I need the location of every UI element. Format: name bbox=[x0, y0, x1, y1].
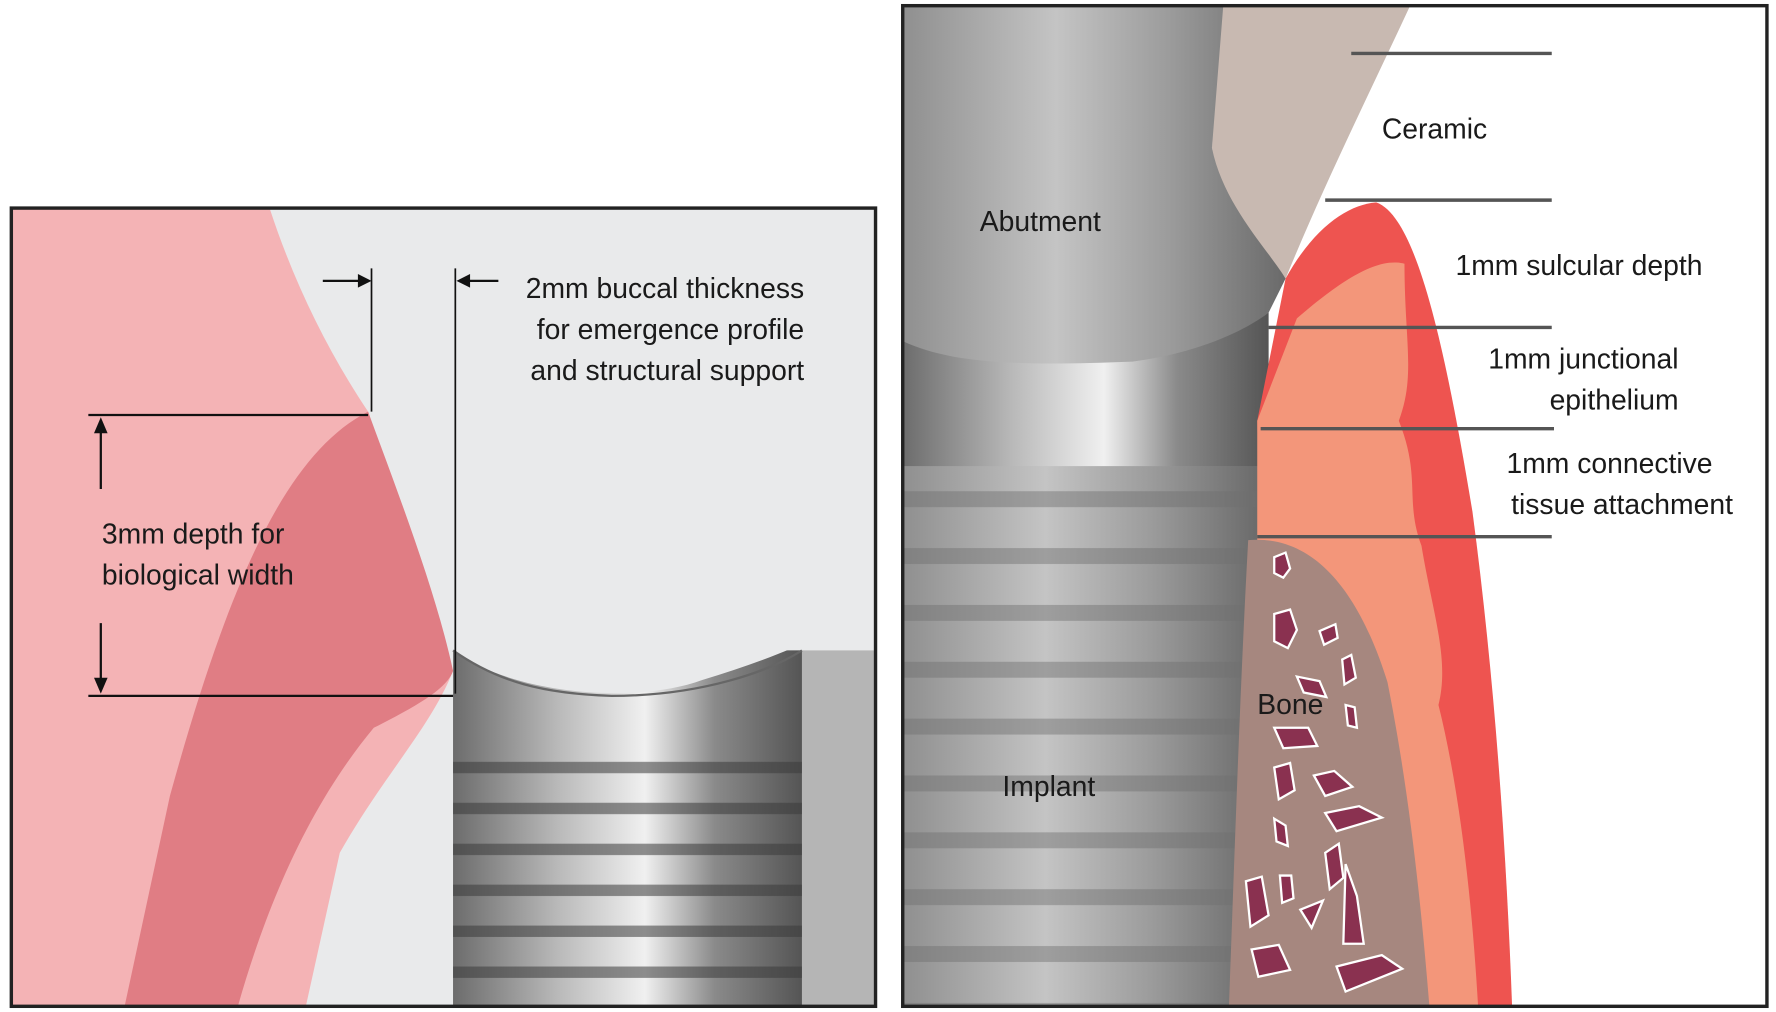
buccal-label-1: 2mm buccal thickness bbox=[526, 273, 804, 305]
junctional-label-1: 1mm junctional bbox=[1488, 343, 1678, 375]
buccal-label-3: and structural support bbox=[530, 355, 804, 387]
depth-label-1: 3mm depth for bbox=[102, 518, 284, 550]
implant-threads bbox=[902, 466, 1260, 1007]
ceramic-label: Ceramic bbox=[1382, 114, 1487, 146]
left-panel-emergence-profile: 2mm buccal thickness for emergence profi… bbox=[11, 208, 876, 1007]
crown-profile bbox=[453, 208, 876, 694]
right-panel-border bbox=[901, 3, 1769, 1009]
bone-label: Bone bbox=[1257, 689, 1323, 721]
right-panel-biological-width: Ceramic Abutment 1mm sulcular depth 1mm … bbox=[902, 5, 1767, 1007]
abutment-label: Abutment bbox=[980, 206, 1101, 238]
left-panel-border bbox=[9, 206, 878, 1009]
bone-chips bbox=[1244, 551, 1405, 994]
gingiva-inner bbox=[124, 411, 454, 1007]
implant-platform bbox=[902, 312, 1269, 467]
implant-label: Implant bbox=[1002, 771, 1095, 803]
sulcular-depth-label: 1mm sulcular depth bbox=[1455, 250, 1702, 282]
ceramic-crown bbox=[1211, 5, 1411, 279]
implant-threads bbox=[453, 739, 802, 1007]
connective-label-2: tissue attachment bbox=[1511, 489, 1733, 521]
junctional-label-2: epithelium bbox=[1550, 384, 1679, 416]
zone-divider-lines bbox=[1257, 51, 1554, 539]
buccal-label-2: for emergence profile bbox=[537, 314, 804, 346]
connective-label-1: 1mm connective bbox=[1506, 448, 1712, 480]
depth-label-2: biological width bbox=[102, 559, 294, 591]
